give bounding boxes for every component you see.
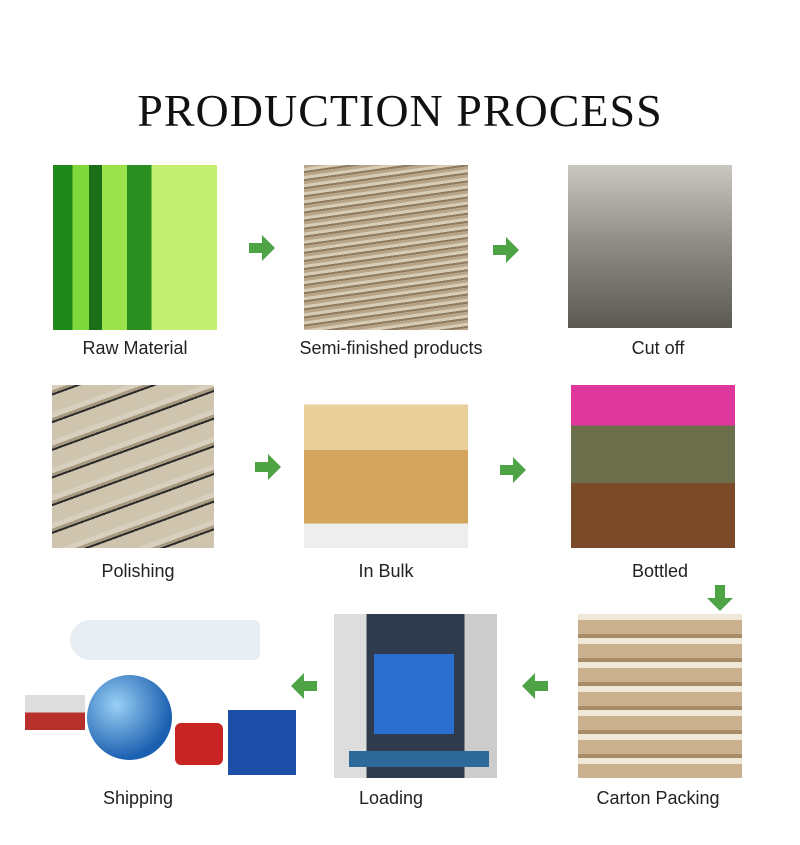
in-bulk-image: [304, 385, 468, 548]
arrow-right-icon: [500, 457, 526, 483]
loading-image: [334, 614, 497, 778]
step-label: Carton Packing: [596, 788, 720, 808]
cut-off-image: [568, 165, 732, 328]
arrow-down-icon: [707, 585, 733, 611]
carton-packing-image: [578, 614, 742, 778]
step-label: Bottled: [631, 561, 689, 581]
step-label: Polishing: [101, 561, 175, 581]
bottled-image: [571, 385, 735, 548]
raw-material-image: [53, 165, 217, 330]
arrow-right-icon: [255, 454, 281, 480]
step-label: Raw Material: [82, 338, 188, 358]
semi-finished-image: [304, 165, 468, 330]
arrow-left-icon: [291, 673, 317, 699]
arrow-left-icon: [522, 673, 548, 699]
step-label: Semi-finished products: [299, 338, 483, 358]
shipping-image: [25, 605, 297, 780]
polishing-image: [52, 385, 214, 548]
step-label: Shipping: [102, 788, 174, 808]
page-title: PRODUCTION PROCESS: [137, 85, 663, 136]
step-label: In Bulk: [358, 561, 414, 581]
step-label: Cut off: [631, 338, 685, 358]
arrow-right-icon: [493, 237, 519, 263]
arrow-right-icon: [249, 235, 275, 261]
step-label: Loading: [358, 788, 424, 808]
